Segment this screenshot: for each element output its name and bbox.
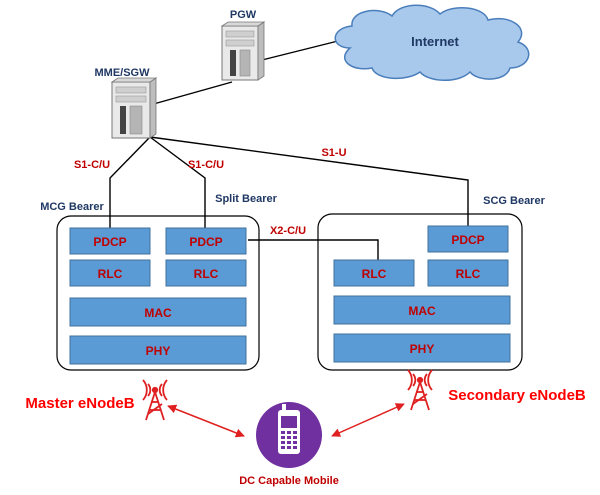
mobile-label: DC Capable Mobile [239,475,339,487]
secondary-mac-label: MAC [408,304,436,318]
network-links [109,37,469,263]
split-bearer-label: Split Bearer [215,193,277,205]
s1-cu-left-label: S1-C/U [74,159,110,171]
secondary-pdcp-block [427,225,509,253]
secondary-pdcp-label: PDCP [451,233,484,247]
mme-sgw-server-icon [110,77,158,139]
mme-sgw-label: MME/SGW [95,67,151,79]
pgw-server-icon [220,21,266,81]
master-mac-label: MAC [144,306,172,320]
s1-u-label: S1-U [321,147,346,159]
secondary-antenna-icon [407,369,433,411]
master-pdcp-left-label: PDCP [93,235,126,249]
master-pdcp-right-label: PDCP [189,235,222,249]
internet-label: Internet [411,34,459,49]
link-s1-mcg [109,136,151,228]
master-rlc-right-block [165,259,247,287]
radio-link-master [167,404,245,438]
mcg-bearer-label: MCG Bearer [40,201,104,213]
secondary-phy-label: PHY [410,342,435,356]
internet-cloud: Internet [334,4,530,81]
master-rlc-left-label: RLC [98,267,123,281]
radio-link-secondary [331,403,405,437]
master-enodeb-label: Master eNodeB [25,395,134,412]
master-phy-label: PHY [146,344,171,358]
pgw-label: PGW [230,9,257,21]
master-phy-block [69,335,247,365]
secondary-rlc-left-block [333,259,415,287]
link-s1u-scg [149,136,469,228]
secondary-rlc-right-block [427,259,509,287]
secondary-mac-block [333,295,511,325]
x2-cu-label: X2-C/U [270,225,306,237]
master-mac-block [69,297,247,327]
secondary-rlc-left-label: RLC [362,267,387,281]
secondary-enodeb-label: Secondary eNodeB [448,387,586,404]
s1-cu-right-label: S1-C/U [188,159,224,171]
secondary-protocol-stack: PDCP RLC RLC MAC PHY [333,225,511,363]
mobile-phone-icon [256,402,322,468]
master-rlc-right-label: RLC [194,267,219,281]
secondary-phy-block [333,333,511,363]
link-mme-pgw [149,81,233,106]
master-rlc-left-block [69,259,151,287]
secondary-rlc-right-label: RLC [456,267,481,281]
link-s1-split [149,136,206,228]
link-x2 [248,239,379,263]
master-protocol-stack: PDCP PDCP RLC RLC MAC PHY [69,227,247,365]
scg-bearer-label: SCG Bearer [483,195,545,207]
master-pdcp-right-block [165,227,247,255]
master-enodeb-box [56,215,260,371]
secondary-enodeb-box [317,213,523,371]
master-antenna-icon [142,379,168,421]
master-pdcp-left-block [69,227,151,255]
